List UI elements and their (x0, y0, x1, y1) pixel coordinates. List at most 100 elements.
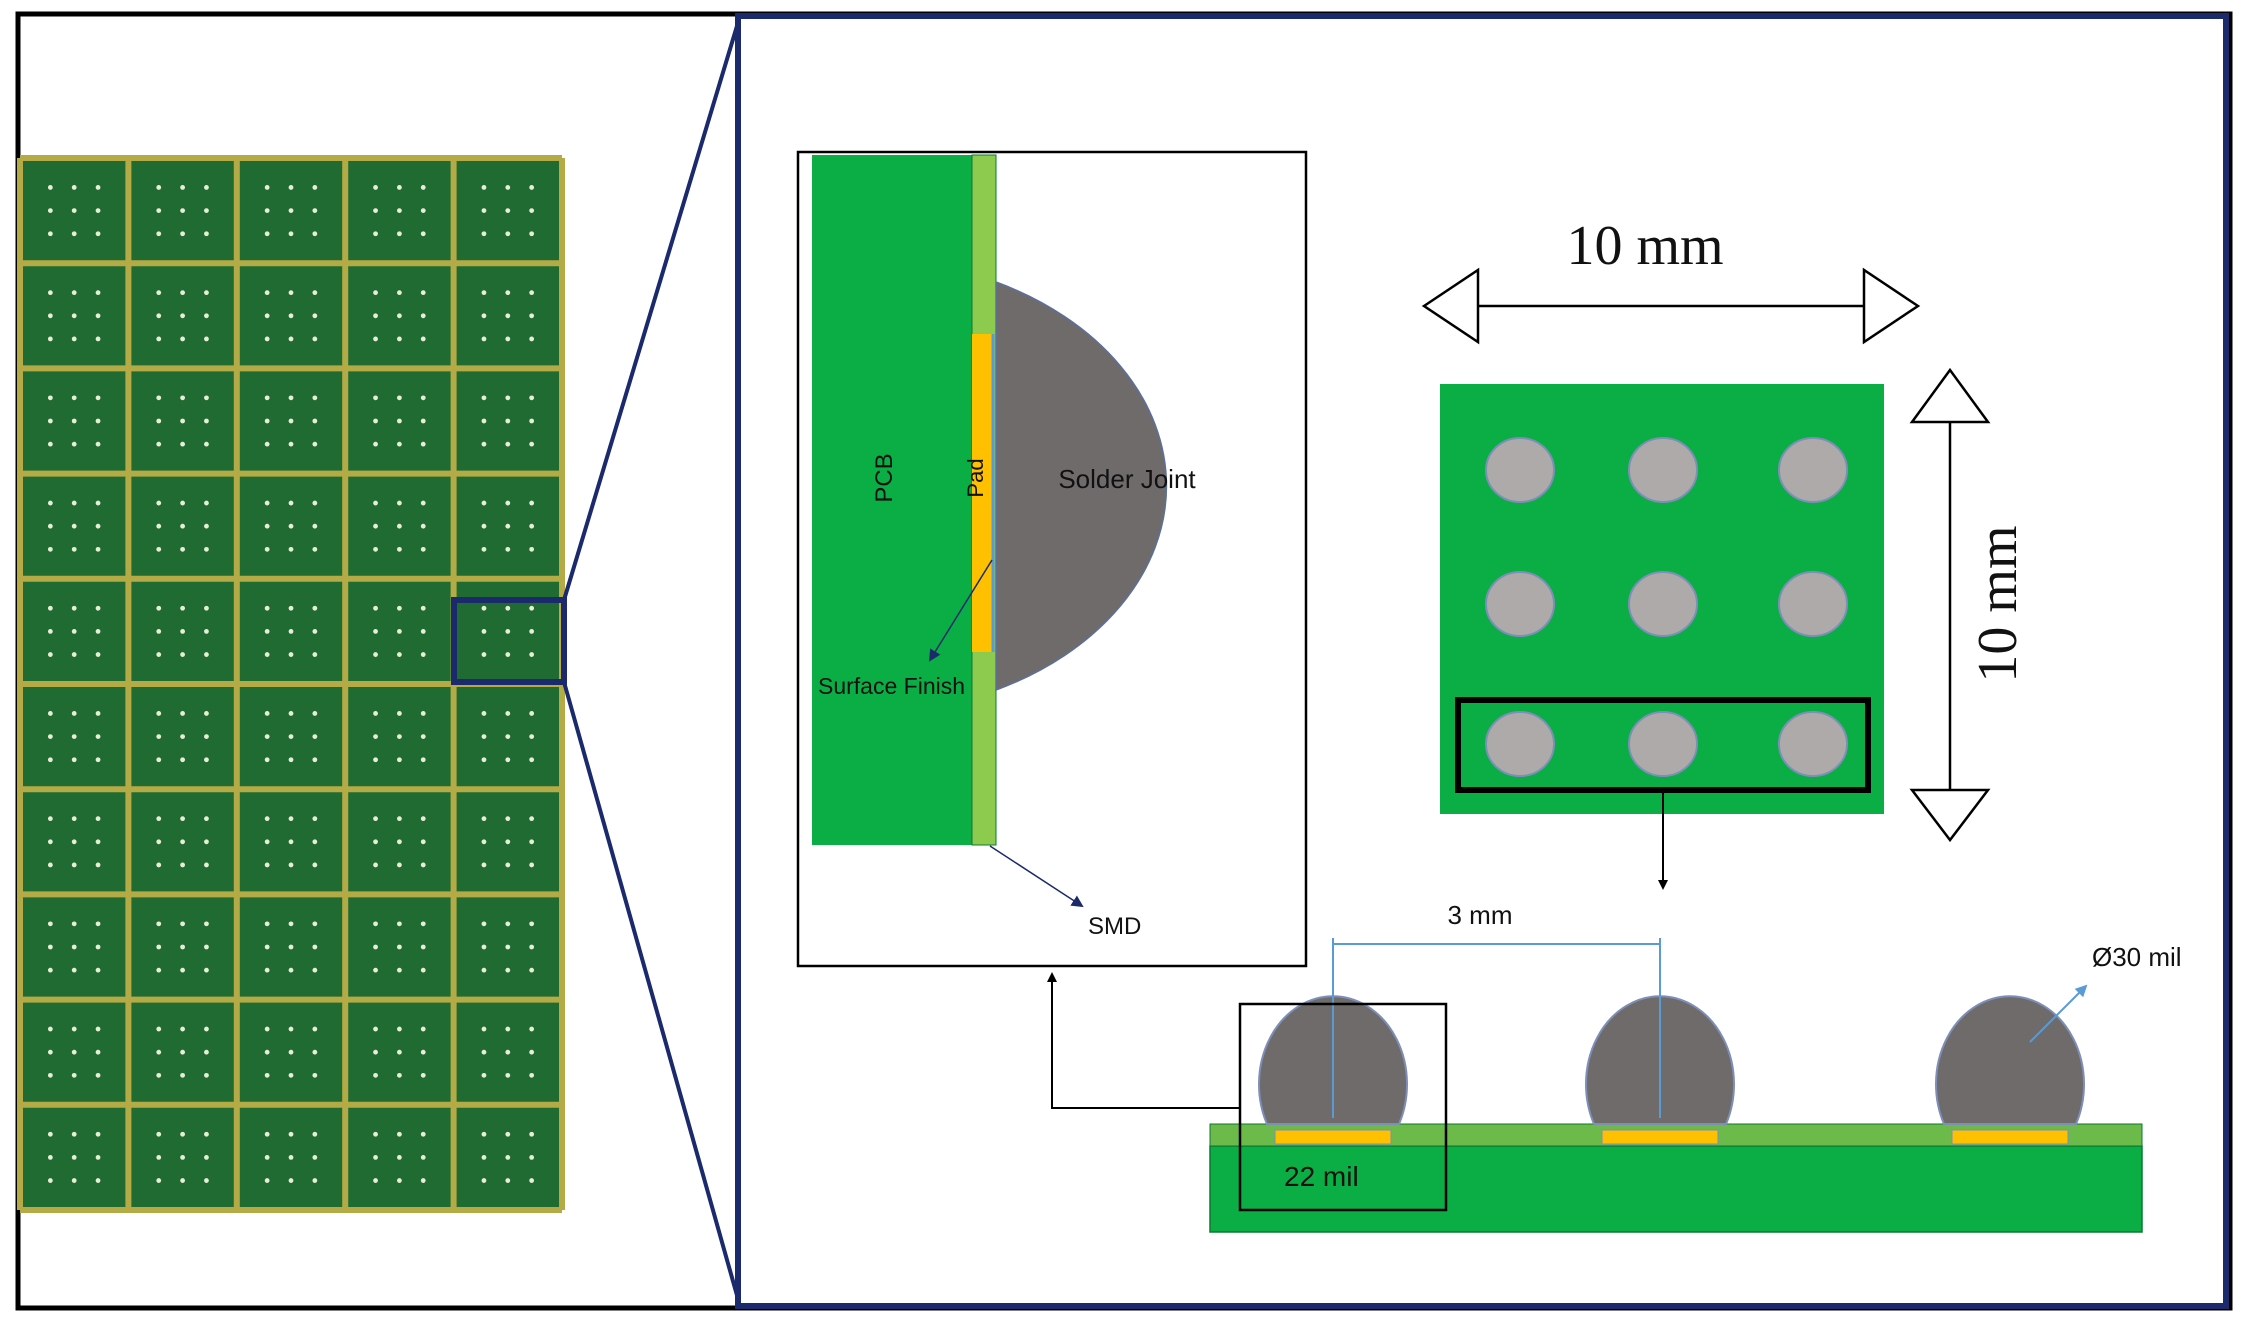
photo-pad-dot (481, 336, 487, 342)
photo-pad-dot (397, 839, 402, 845)
photo-pad-dot (264, 441, 270, 447)
photo-pad-dot (505, 208, 511, 214)
photo-pad-dot (95, 1131, 101, 1137)
photo-pad-dot (264, 839, 270, 845)
photo-pad-dot (505, 1026, 511, 1032)
photo-pad-dot (288, 944, 294, 950)
photo-pad-dot (264, 1049, 270, 1055)
photo-pad-dot (529, 336, 535, 342)
photo-pad-dot (397, 734, 402, 739)
photo-pad-dot (264, 816, 270, 822)
photo-pad-dot (204, 418, 209, 424)
height-arrowhead-top (1909, 367, 1991, 424)
photo-pad-dot (180, 185, 186, 190)
photo-pad-dot (180, 652, 186, 657)
photo-pad-dot (71, 1026, 77, 1032)
photo-pad-dot (505, 629, 511, 634)
photo-pad-dot (47, 944, 53, 950)
photo-pad-dot (529, 1049, 535, 1055)
photo-pad-dot (312, 967, 318, 973)
photo-pad-dot (264, 862, 270, 868)
photo-pad-dot (264, 290, 270, 296)
photo-pad-dot (95, 967, 101, 973)
photo-pad-dot (420, 185, 426, 190)
photo-pad-dot (288, 500, 294, 506)
photo-pad-dot (264, 395, 270, 401)
photo-pad-dot (180, 313, 186, 319)
photo-pad-dot (529, 185, 535, 190)
photo-pad-dot (47, 757, 53, 763)
photo-pad-dot (95, 418, 101, 424)
photo-pad-dot (420, 523, 426, 529)
photo-pad-dot (481, 839, 487, 845)
photo-pad-dot (95, 921, 101, 927)
photo-pad-dot (95, 1026, 101, 1032)
photo-pad-dot (397, 523, 402, 529)
photo-pad-dot (47, 629, 53, 634)
solder-joint-label: Solder Joint (1058, 464, 1196, 494)
photo-pad-dot (420, 734, 426, 739)
photo-pad-dot (397, 1049, 402, 1055)
photo-pad-dot (373, 1131, 378, 1137)
photo-panel (17, 155, 567, 1213)
photo-pad-dot (397, 418, 402, 424)
pitch-label: 3 mm (1448, 900, 1513, 930)
photo-pad-dot (420, 605, 426, 611)
photo-pad-dot (71, 652, 77, 657)
photo-pad-dot (156, 757, 162, 763)
photo-pad-dot (420, 816, 426, 822)
photo-pad-dot (397, 652, 402, 657)
photo-pad-dot (312, 734, 318, 739)
photo-pad-dot (264, 1072, 270, 1078)
photo-pad-dot (180, 1178, 186, 1183)
photo-pad-dot (288, 757, 294, 763)
photo-pad-dot (264, 629, 270, 634)
photo-pad-dot (397, 395, 402, 401)
photo-pad-dot (156, 967, 162, 973)
photo-pad-dot (505, 500, 511, 506)
photo-pad-dot (47, 313, 53, 319)
photo-pad-dot (529, 546, 535, 552)
photo-pad-dot (505, 921, 511, 927)
photo-pad-dot (180, 921, 186, 927)
photo-pad-dot (180, 1155, 186, 1160)
photo-pad-dot (420, 231, 426, 237)
photo-pad-dot (264, 231, 270, 237)
photo-pad-dot (505, 1178, 511, 1183)
photo-pad-dot (95, 313, 101, 319)
top-view-ball (1628, 437, 1698, 503)
photo-pad-dot (47, 1131, 53, 1137)
photo-pad-dot (47, 967, 53, 973)
photo-pad-dot (312, 1131, 318, 1137)
photo-pad-dot (204, 921, 209, 927)
photo-pad-dot (47, 523, 53, 529)
photo-pad-dot (288, 839, 294, 845)
photo-pad-dot (481, 1131, 487, 1137)
photo-pad-dot (264, 523, 270, 529)
photo-pad-dot (481, 1026, 487, 1032)
photo-pad-dot (156, 523, 162, 529)
photo-pad-dot (180, 441, 186, 447)
photo-pad-dot (397, 711, 402, 716)
photo-pad-dot (95, 523, 101, 529)
photo-pad-dot (71, 921, 77, 927)
photo-pad-dot (420, 1131, 426, 1137)
photo-pad-dot (481, 441, 487, 447)
photo-pad-dot (481, 652, 487, 657)
photo-pad-dot (312, 290, 318, 296)
photo-pad-dot (420, 208, 426, 214)
photo-pad-dot (95, 208, 101, 214)
photo-pad-dot (373, 1026, 378, 1032)
photo-pad-dot (71, 1049, 77, 1055)
photo-pad-dot (204, 944, 209, 950)
photo-pad-dot (312, 231, 318, 237)
photo-pad-dot (529, 231, 535, 237)
photo-pad-dot (312, 441, 318, 447)
photo-pad-dot (47, 336, 53, 342)
photo-pad-dot (180, 1131, 186, 1137)
photo-pad-dot (204, 290, 209, 296)
photo-pad-dot (505, 395, 511, 401)
photo-pad-dot (95, 711, 101, 716)
photo-pad-dot (373, 208, 378, 214)
photo-pad-dot (505, 185, 511, 190)
